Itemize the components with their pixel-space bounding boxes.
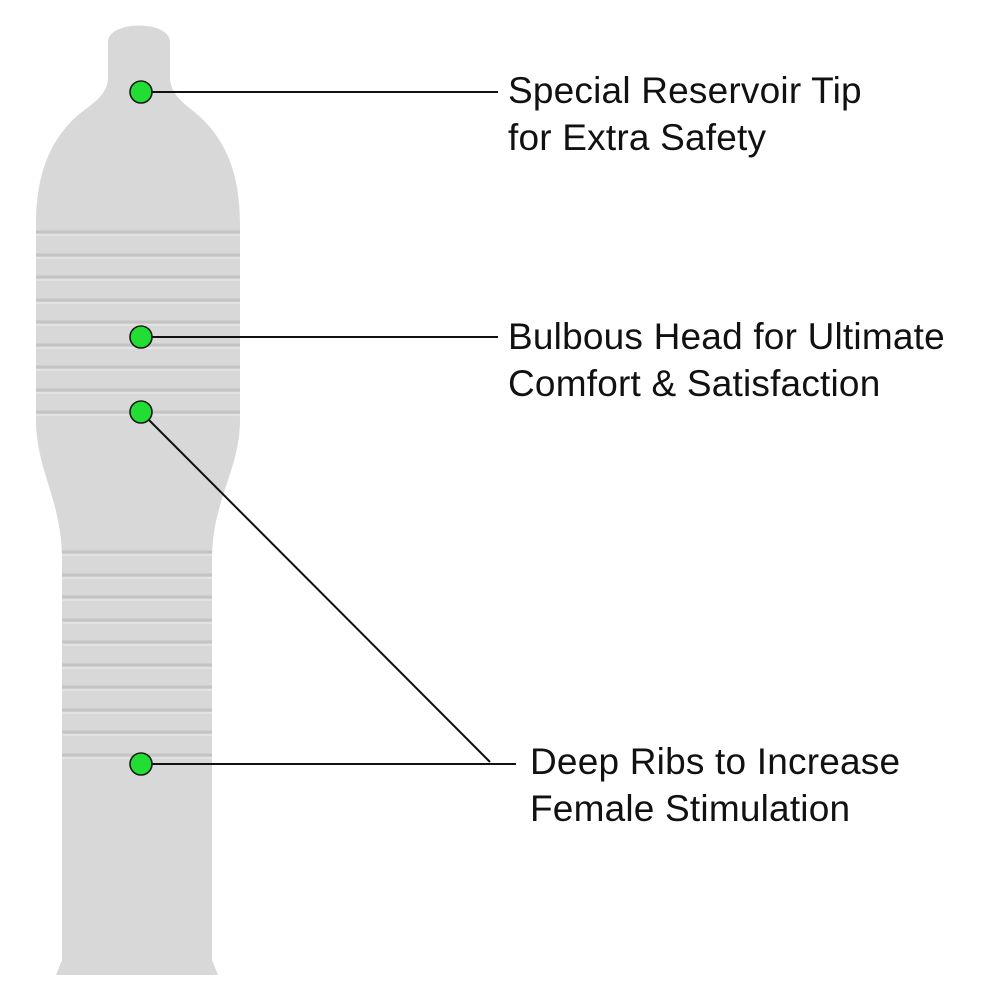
callout-text-line: for Extra Safety xyxy=(508,117,767,158)
callout-text-line: Bulbous Head for Ultimate xyxy=(508,316,945,357)
leader-lines xyxy=(140,91,516,765)
leader-line-deep-ribs-upper xyxy=(140,411,491,763)
condom-body-shape xyxy=(36,25,240,975)
green-dot-icon xyxy=(129,400,153,424)
green-dot-icon xyxy=(129,752,153,776)
callout-text-line: Female Stimulation xyxy=(530,788,851,829)
callout-text-line: Deep Ribs to Increase xyxy=(530,741,901,782)
upper-rib-group xyxy=(36,230,240,416)
marker-dots xyxy=(129,80,153,776)
green-dot-icon xyxy=(129,80,153,104)
lower-rib-group xyxy=(62,550,212,759)
callout-deep-ribs: Deep Ribs to Increase Female Stimulation xyxy=(530,738,900,832)
callout-text-line: Special Reservoir Tip xyxy=(508,70,862,111)
green-dot-icon xyxy=(129,325,153,349)
callout-reservoir-tip: Special Reservoir Tip for Extra Safety xyxy=(508,67,862,161)
callout-bulbous-head: Bulbous Head for Ultimate Comfort & Sati… xyxy=(508,313,945,407)
callout-text-line: Comfort & Satisfaction xyxy=(508,363,881,404)
